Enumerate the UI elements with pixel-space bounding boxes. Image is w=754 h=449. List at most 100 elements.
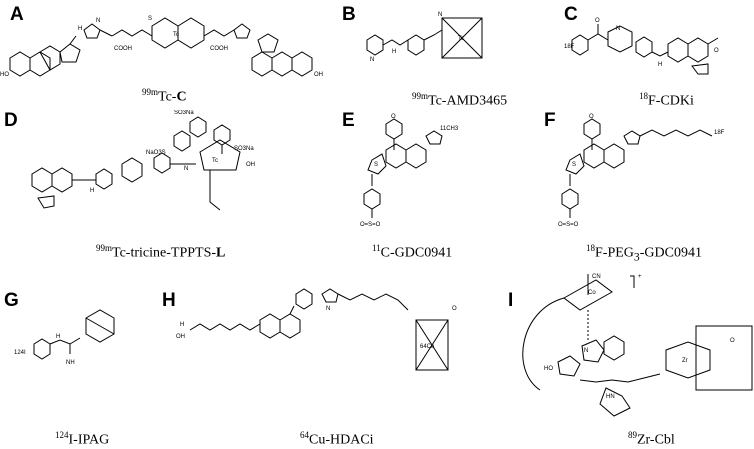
- panel-d: D NaO3S SO3Na SO3Na Tc OH H N 99mTc-tric…: [0, 110, 330, 270]
- structure-g: 124I H NH: [14, 309, 115, 366]
- panel-letter: C: [564, 4, 578, 25]
- atom-label: OH: [246, 162, 255, 168]
- atom-label: Tc: [212, 158, 218, 164]
- compound-name: Tc-tricine-TPPTS-: [112, 245, 217, 261]
- panel-letter: D: [4, 110, 18, 131]
- isotope: 18: [586, 243, 595, 253]
- panel-letter: I: [508, 290, 514, 311]
- atom-label: HO: [544, 366, 553, 372]
- atom-label: H: [56, 334, 60, 340]
- structure-b: N H N Tc: [366, 12, 483, 63]
- structure-f: O S 18F O=S=O: [558, 114, 725, 228]
- compound-name: Zr-Cbl: [637, 432, 675, 448]
- isotope: 18: [639, 91, 648, 101]
- panel-letter: F: [544, 110, 556, 131]
- atom-label: O: [391, 114, 396, 120]
- caption-g: 124I-IPAG: [55, 430, 109, 449]
- isotope: 99m: [412, 91, 429, 101]
- atom-label: H: [90, 188, 94, 194]
- atom-label: O: [714, 48, 719, 54]
- atom-label: 18F: [564, 44, 575, 50]
- atom-label: NH: [66, 360, 75, 366]
- peg-subscript: 3: [633, 250, 640, 264]
- atom-label: H: [180, 322, 184, 328]
- atom-label: N: [184, 166, 188, 172]
- compound-bold: C: [176, 89, 187, 105]
- caption-f: 18F-PEG3-GDC0941: [586, 243, 702, 263]
- atom-label: NaO3S: [146, 150, 166, 156]
- isotope: 99m: [142, 87, 159, 97]
- panel-letter: A: [10, 4, 24, 25]
- compound-bold: L: [216, 245, 226, 261]
- panel-i: I CN Co + HO N Zr HN O 89Zr-Cbl: [500, 270, 754, 448]
- atom-label: O: [730, 338, 735, 344]
- atom-label: S: [148, 16, 152, 22]
- panel-c: C 18F O N H O 18F-CDKi: [564, 0, 754, 110]
- atom-label: N: [584, 348, 588, 354]
- caption-e: 11C-GDC0941: [372, 243, 452, 262]
- atom-label: COOH: [114, 46, 132, 52]
- compound-name: C-GDC0941: [380, 245, 453, 261]
- compound-name: I-IPAG: [68, 432, 110, 448]
- caption-a: 99mTc-C: [142, 87, 187, 106]
- compound-name: F-PEG: [595, 245, 634, 261]
- structure-h: H OH N 64Cu O: [176, 288, 457, 371]
- panel-f: F O S 18F O=S=O 18F-PEG3-GDC0941: [544, 110, 754, 270]
- caption-b: 99mTc-AMD3465: [412, 91, 507, 110]
- atom-label: Zr: [682, 358, 688, 364]
- panel-letter: H: [162, 290, 176, 311]
- panel-g: G 124I H NH 124I-IPAG: [0, 280, 160, 448]
- atom-label: H: [658, 62, 662, 68]
- panel-letter: G: [4, 290, 19, 311]
- atom-label: N: [370, 57, 374, 63]
- atom-label: HO: [0, 72, 9, 78]
- isotope: 11: [372, 243, 381, 253]
- caption-i: 89Zr-Cbl: [628, 430, 675, 449]
- atom-label: SO3Na: [234, 146, 254, 152]
- atom-label: H: [78, 26, 82, 32]
- compound-name: F-CDKi: [648, 93, 694, 109]
- compound-name: Cu-HDACi: [309, 432, 374, 448]
- atom-label: Tc: [173, 32, 179, 38]
- isotope: 64: [300, 430, 309, 440]
- caption-h: 64Cu-HDACi: [300, 430, 374, 449]
- panel-b: B N H N Tc 99mTc-AMD3465: [342, 0, 537, 110]
- structure-e: O S 11CH3 O=S=O: [360, 114, 459, 228]
- atom-label: O=S=O: [558, 222, 579, 228]
- atom-label: 11CH3: [440, 126, 459, 132]
- panel-letter: E: [342, 110, 355, 131]
- atom-label: O: [595, 18, 600, 24]
- compound-name: Tc-: [158, 89, 177, 105]
- isotope: 99m: [96, 243, 113, 253]
- atom-label: OH: [314, 72, 323, 78]
- atom-label: N: [438, 12, 442, 18]
- structure-d: NaO3S SO3Na SO3Na Tc OH H N: [31, 110, 255, 211]
- panel-letter: B: [342, 4, 356, 25]
- atom-label: 64Cu: [420, 344, 434, 350]
- atom-label: N: [96, 18, 100, 24]
- atom-label: OH: [176, 334, 185, 340]
- caption-d: 99mTc-tricine-TPPTS-L: [96, 243, 225, 262]
- compound-name-2: -GDC0941: [639, 245, 702, 261]
- atom-label: O: [589, 114, 594, 120]
- compound-name: Tc-AMD3465: [428, 93, 508, 109]
- atom-label: O=S=O: [360, 222, 381, 228]
- isotope: 89: [628, 430, 637, 440]
- atom-label: SO3Na: [174, 110, 194, 116]
- structure-c: 18F O N H O: [564, 18, 719, 75]
- structure-a: HO H N COOH S Tc COOH OH: [0, 16, 323, 78]
- atom-label: 124I: [14, 350, 26, 356]
- isotope: 124: [55, 430, 69, 440]
- panel-a: A HO H N COOH S Tc COOH OH 99mTc-C: [0, 0, 330, 110]
- atom-label: Co: [588, 290, 596, 296]
- atom-label: Tc: [458, 36, 464, 42]
- atom-label: O: [452, 306, 457, 312]
- atom-label: S: [572, 162, 576, 168]
- atom-label: S: [374, 162, 378, 168]
- atom-label: COOH: [210, 46, 228, 52]
- structure-i: CN Co + HO N Zr HN O: [522, 274, 753, 417]
- atom-label: HN: [606, 394, 615, 400]
- atom-label: N: [326, 306, 330, 312]
- panel-e: E O S 11CH3 O=S=O 11C-GDC0941: [342, 110, 542, 270]
- atom-label: N: [616, 26, 620, 32]
